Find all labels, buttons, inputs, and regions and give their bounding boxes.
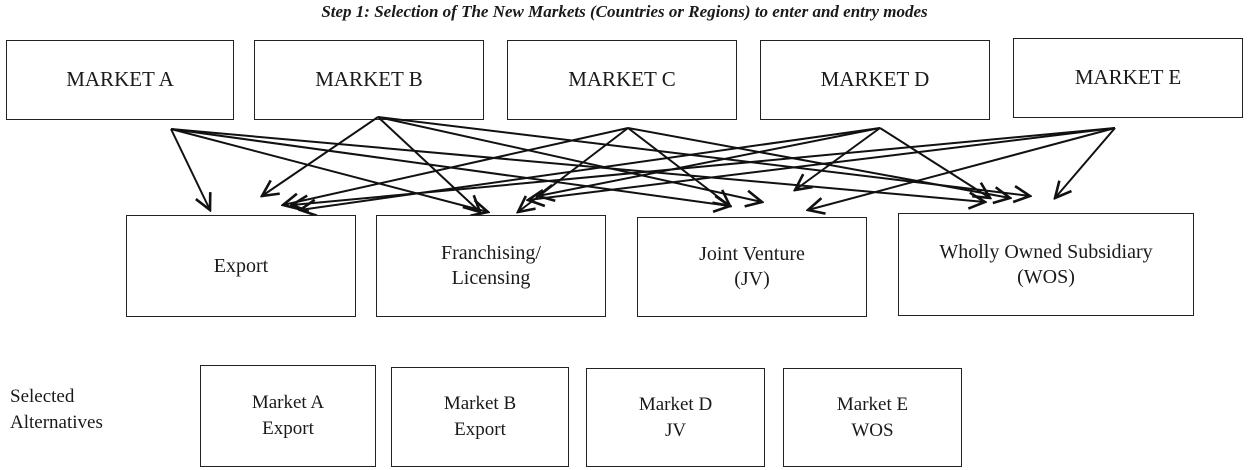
mode-export-line1: Export <box>213 254 269 277</box>
arrow-c-export <box>283 127 629 205</box>
market-e-label: MARKET E <box>1074 65 1182 90</box>
mode-jv-box: Joint Venture (JV) <box>637 217 867 317</box>
selected-label-line1: Selected <box>10 386 75 407</box>
arrow-e-export <box>292 127 1116 205</box>
mode-franchising-line1: Franchising/ <box>441 242 541 264</box>
selected-item-market-d: Market D JV <box>586 368 765 467</box>
mode-wos-line2: (WOS) <box>1017 265 1075 288</box>
market-b-label: MARKET B <box>315 67 423 92</box>
mode-export-box: Export <box>126 215 356 317</box>
selected-alternatives-label: Selected Alternatives <box>10 384 103 435</box>
arrow-b-jv <box>377 116 762 202</box>
mode-wos-box: Wholly Owned Subsidiary (WOS) <box>898 213 1194 316</box>
mode-franchising-box: Franchising/ Licensing <box>376 215 606 317</box>
arrow-e-wos <box>1055 127 1116 198</box>
arrow-e-franchising <box>528 127 1116 200</box>
selected-item-market-e: Market E WOS <box>783 368 962 467</box>
mode-wos-line1: Wholly Owned Subsidiary <box>939 240 1153 263</box>
arrow-d-wos <box>879 127 990 198</box>
selected-market: Market B <box>443 393 517 415</box>
market-a-label: MARKET A <box>66 67 174 92</box>
arrow-b-export <box>262 116 379 196</box>
arrow-d-export <box>300 127 881 210</box>
market-a-box: MARKET A <box>6 40 234 120</box>
diagram-title: Step 1: Selection of The New Markets (Co… <box>0 2 1249 22</box>
arrow-a-franchising <box>170 128 488 212</box>
mode-jv-line1: Joint Venture <box>699 243 805 265</box>
selected-mode: WOS <box>851 419 894 441</box>
market-b-box: MARKET B <box>254 40 484 120</box>
selected-market: Market E <box>836 393 909 415</box>
selected-market: Market A <box>251 392 325 414</box>
market-c-label: MARKET C <box>568 67 676 92</box>
selected-mode: Export <box>454 419 506 440</box>
market-e-box: MARKET E <box>1013 38 1243 118</box>
arrow-a-export <box>170 128 210 210</box>
arrow-b-franchising <box>377 116 480 212</box>
market-d-label: MARKET D <box>820 67 930 92</box>
arrow-e-jv <box>808 127 1116 210</box>
arrow-b-wos <box>377 116 1030 196</box>
title-text: : Selection of The New Markets (Countrie… <box>364 2 928 21</box>
mode-jv-line2: (JV) <box>734 268 770 290</box>
selected-market: Market D <box>638 393 713 415</box>
selected-item-market-a: Market A Export <box>200 365 376 467</box>
title-step: Step 1 <box>321 2 365 21</box>
selected-item-market-b: Market B Export <box>391 367 569 467</box>
arrow-c-wos <box>627 127 1010 198</box>
market-d-box: MARKET D <box>760 40 990 120</box>
arrow-d-franchising <box>538 127 881 196</box>
mode-franchising-line2: Licensing <box>451 267 531 289</box>
selected-mode: Export <box>262 418 314 439</box>
arrow-d-jv <box>795 127 881 190</box>
market-c-box: MARKET C <box>507 40 737 120</box>
selected-mode: JV <box>664 419 687 441</box>
selected-label-line2: Alternatives <box>10 411 103 433</box>
